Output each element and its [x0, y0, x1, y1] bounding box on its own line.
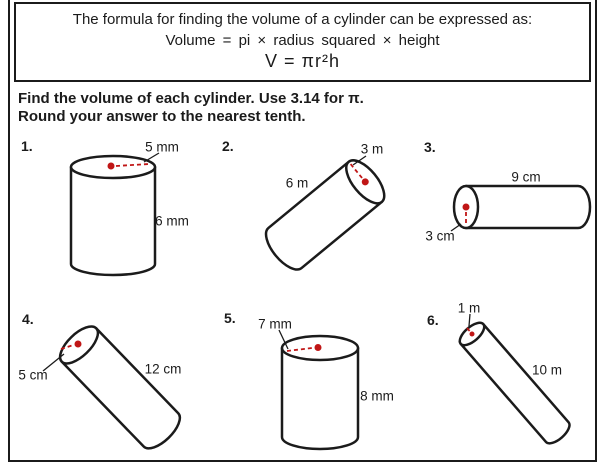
problem-3-height-label: 9 cm: [511, 169, 541, 185]
problem-3-radius-label: 3 cm: [425, 228, 455, 244]
problem-1-height-label: 6 mm: [155, 213, 189, 229]
leader-line-4: [42, 353, 65, 372]
problem-1-number: 1.: [21, 138, 33, 154]
problem-4-radius-label: 5 cm: [18, 367, 48, 383]
cylinder-3-body: [464, 184, 592, 230]
center-dot-3: [462, 203, 470, 211]
center-dot-1: [107, 162, 115, 170]
problem-4-number: 4.: [22, 311, 34, 327]
radius-dashed-lines: [60, 163, 472, 352]
problem-5-height-label: 8 mm: [360, 388, 394, 404]
radius-center-dots: [74, 162, 475, 351]
center-dot-2: [361, 178, 369, 186]
center-dot-4: [74, 340, 82, 348]
center-dot-6: [469, 331, 475, 337]
problem-3-number: 3.: [424, 139, 436, 155]
problem-1-radius-label: 5 mm: [145, 139, 179, 155]
cylinder-1-body: [69, 165, 157, 277]
leader-line-2: [352, 155, 367, 166]
radius-dash-1: [115, 163, 150, 167]
problem-2-number: 2.: [222, 138, 234, 154]
page-border: [8, 0, 597, 462]
formula-words: Volume = pi × radius squared × height: [165, 32, 440, 49]
problem-6-number: 6.: [427, 312, 439, 328]
instructions: Find the volume of each cylinder. Use 3.…: [18, 90, 364, 126]
problem-5-number: 5.: [224, 310, 236, 326]
cylinder-4-body: [60, 327, 182, 450]
formula-symbolic: V = πr²h: [265, 51, 340, 71]
instructions-line-2: Round your answer to the nearest tenth.: [18, 108, 306, 125]
problem-2-height-label: 6 m: [285, 175, 309, 191]
cylinder-1-drawing: [69, 154, 157, 277]
cylinder-6-body: [459, 322, 571, 445]
leader-line-3: [450, 223, 462, 232]
formula-box: The formula for finding the volume of a …: [14, 2, 591, 82]
label-leader-lines: [42, 152, 471, 372]
cylinder-4-drawing: [58, 325, 182, 450]
center-dot-5: [314, 344, 322, 351]
problem-5-radius-label: 7 mm: [258, 316, 292, 332]
formula-sentence: The formula for finding the volume of a …: [72, 11, 533, 28]
radius-dash-4: [60, 344, 73, 350]
problem-6-radius-label: 1 m: [457, 300, 481, 316]
cylinder-2-body: [264, 160, 384, 271]
cylinder-5-body: [280, 346, 360, 451]
leader-line-5: [278, 329, 289, 350]
cylinder-3-drawing: [452, 184, 592, 230]
instructions-line-1: Find the volume of each cylinder. Use 3.…: [18, 90, 364, 107]
problem-2-radius-label: 3 m: [360, 141, 384, 157]
cylinder-6-drawing: [458, 321, 571, 445]
leader-line-1: [143, 152, 160, 163]
problem-4-height-label: 12 cm: [144, 361, 182, 377]
radius-dash-6: [466, 327, 472, 333]
cylinder-5-drawing: [280, 334, 360, 451]
cylinder-2-drawing: [264, 159, 386, 271]
leader-line-6: [468, 313, 471, 327]
problem-6-height-label: 10 m: [531, 362, 563, 378]
radius-dash-2: [349, 163, 364, 180]
